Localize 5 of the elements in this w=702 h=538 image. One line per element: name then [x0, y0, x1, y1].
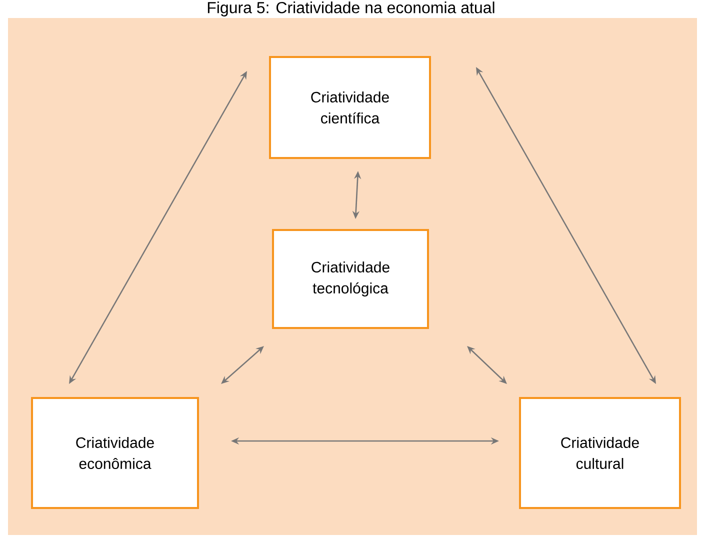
concept-box: Criatividade tecnológica: [272, 229, 429, 329]
concept-box: Criatividade cultural: [519, 397, 681, 509]
title: Figura 5: Criatividade na economia atual: [208, 2, 494, 16]
concept-box: Criatividade econômica: [31, 397, 199, 509]
concept-box: Criatividade científica: [269, 56, 431, 159]
